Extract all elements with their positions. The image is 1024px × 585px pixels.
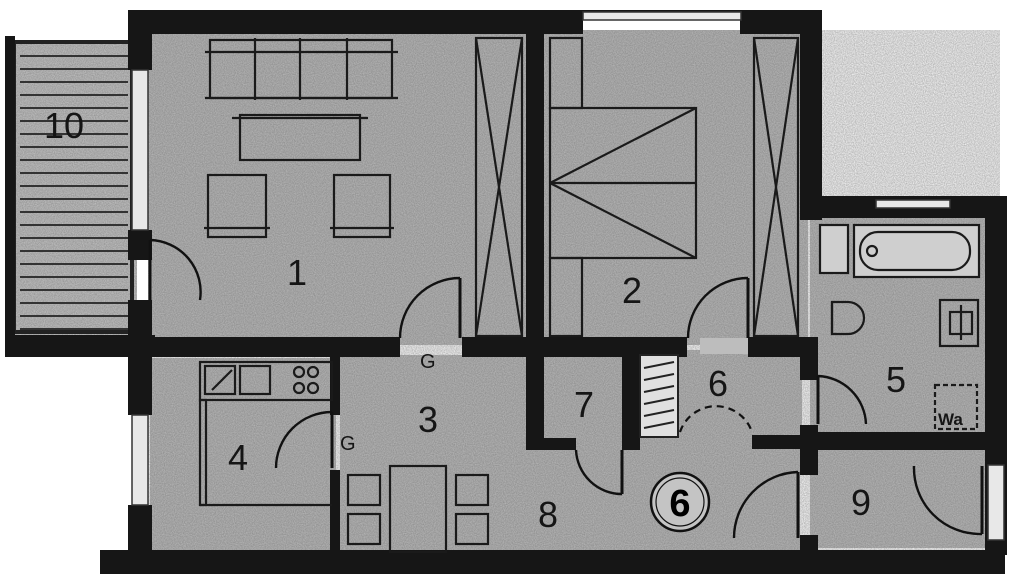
room-label-1: 1 [287,252,307,293]
kitchen-fixtures [198,360,334,507]
room-label-10: 10 [44,105,84,146]
room-label-8: 8 [538,494,558,535]
doors [148,238,984,539]
room-label-9: 9 [851,482,871,523]
walls [5,10,1007,574]
dining-furniture [346,464,490,554]
bathroom-fixtures [818,223,981,431]
unit-number-label: 6 [669,483,690,525]
room-label-6: 6 [708,363,728,404]
closet-hatching [639,354,754,438]
room-label-5: 5 [886,359,906,400]
marker-g-left: G [340,433,356,455]
room-labels: 10 1 2 3 4 5 6 7 8 9 G G Wa [44,105,963,535]
room-label-3: 3 [418,399,438,440]
unit-number-badge: 6 [649,471,711,533]
room-1-furniture [204,36,524,338]
windows [131,11,1005,541]
room-2-furniture [548,36,800,338]
marker-g-top: G [420,351,436,373]
room-label-7: 7 [574,384,594,425]
room-label-4: 4 [228,437,248,478]
wa-label: Wa [938,410,963,429]
room-label-2: 2 [622,270,642,311]
floor-texture [12,30,1000,555]
